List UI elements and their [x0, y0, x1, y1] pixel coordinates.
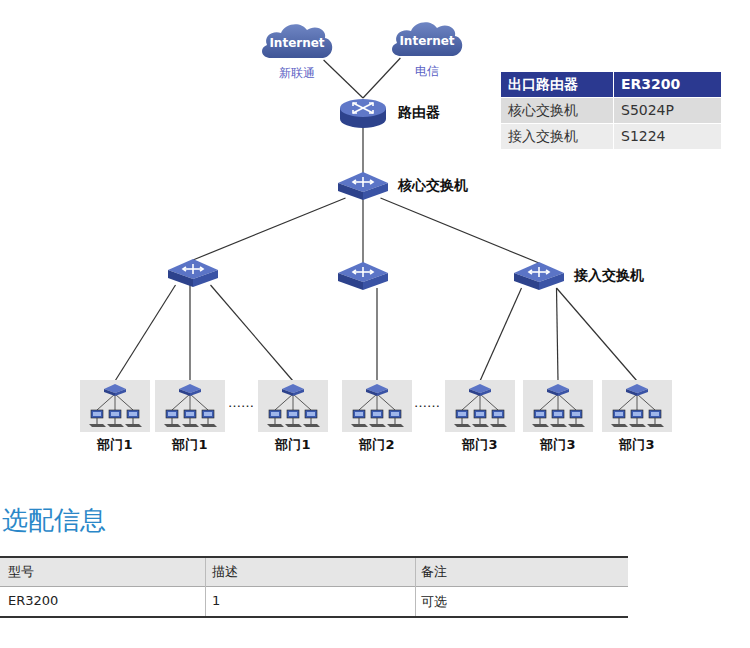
network-link — [557, 288, 638, 381]
dept-node: 部门3 — [602, 380, 672, 432]
switch-node — [338, 262, 388, 290]
dept-node: 部门1 — [80, 380, 150, 432]
table-header: ER3200 — [621, 76, 680, 92]
section-heading: 选配信息 — [2, 503, 106, 538]
table-rule — [0, 586, 628, 587]
switch-node — [168, 259, 218, 287]
dept-node: 部门3 — [523, 380, 593, 432]
dept-node: 部门3 — [445, 380, 515, 432]
router-icon — [338, 97, 388, 129]
network-link — [189, 285, 190, 381]
table-header: 备注 — [421, 563, 447, 581]
cloud-node: Internet新联通 — [259, 20, 335, 62]
network-link — [557, 288, 559, 381]
dept-node: 部门2 — [342, 380, 412, 432]
table-header: 描述 — [212, 563, 238, 581]
network-link — [363, 58, 400, 98]
isp-name: 新联通 — [279, 65, 315, 82]
dept-node: 部门1 — [258, 380, 328, 432]
cloud-label: Internet — [259, 36, 335, 50]
department-lan — [342, 380, 412, 432]
table-cell: 1 — [212, 593, 220, 608]
department-label: 部门3 — [462, 436, 497, 454]
switch-node: 接入交换机 — [514, 262, 564, 290]
network-link — [480, 288, 522, 381]
ellipsis: …… — [228, 395, 254, 410]
department-lan — [445, 380, 515, 432]
department-label: 部门1 — [172, 436, 207, 454]
ellipsis: …… — [414, 395, 440, 410]
switch-icon — [168, 259, 218, 287]
device-label: 核心交换机 — [398, 177, 468, 195]
table-cell: ER3200 — [8, 593, 58, 608]
switch-node: 核心交换机 — [338, 172, 388, 200]
department-label: 部门3 — [619, 436, 654, 454]
department-lan — [602, 380, 672, 432]
department-lan — [155, 380, 225, 432]
table-header: 型号 — [8, 563, 34, 581]
switch-icon — [514, 262, 564, 290]
switch-icon — [338, 262, 388, 290]
table-divider — [205, 558, 206, 616]
network-link — [115, 285, 176, 381]
table-cell: S1224 — [621, 128, 666, 144]
table-header: 出口路由器 — [508, 76, 578, 94]
network-link — [376, 288, 377, 381]
network-link — [381, 198, 540, 263]
cloud-label: Internet — [389, 34, 465, 48]
table-cell: 核心交换机 — [508, 102, 578, 120]
department-lan — [80, 380, 150, 432]
device-label: 接入交换机 — [574, 267, 644, 285]
department-label: 部门2 — [359, 436, 394, 454]
cloud-node: Internet电信 — [389, 18, 465, 60]
table-cell: 可选 — [421, 593, 447, 611]
network-link — [362, 198, 363, 263]
device-label: 路由器 — [398, 104, 440, 122]
table-divider — [415, 558, 416, 616]
switch-icon — [338, 172, 388, 200]
department-label: 部门1 — [275, 436, 310, 454]
department-lan — [523, 380, 593, 432]
table-header-row — [0, 558, 628, 586]
dept-node: 部门1 — [155, 380, 225, 432]
table-cell: 接入交换机 — [508, 128, 578, 146]
network-link — [324, 60, 363, 98]
network-link — [193, 198, 346, 260]
table-rule — [0, 616, 628, 618]
router-node: 路由器 — [338, 97, 388, 129]
department-label: 部门1 — [97, 436, 132, 454]
table-divider — [613, 72, 614, 149]
department-label: 部门3 — [540, 436, 575, 454]
network-link — [211, 285, 294, 381]
isp-name: 电信 — [415, 63, 439, 80]
table-cell: S5024P — [621, 102, 674, 118]
department-lan — [258, 380, 328, 432]
network-link — [362, 127, 363, 173]
